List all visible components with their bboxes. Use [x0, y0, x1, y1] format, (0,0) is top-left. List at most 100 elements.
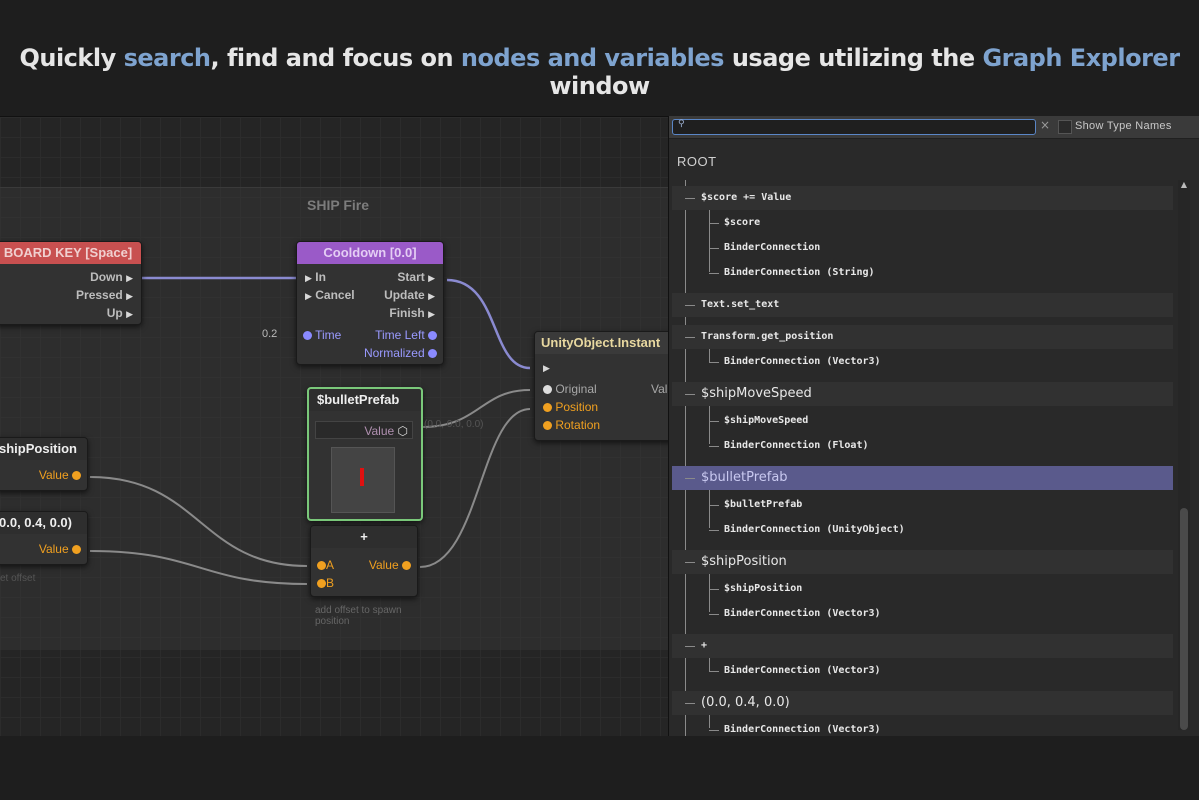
- tree-item-label: BinderConnection (Vector3): [724, 665, 881, 676]
- search-input[interactable]: [689, 120, 1029, 134]
- tree-sub-trunk: [709, 210, 710, 272]
- port-flow-in[interactable]: ▶: [543, 360, 550, 374]
- tree-item-label: $score: [724, 217, 761, 228]
- vector-node[interactable]: 0.0, 0.4, 0.0) Value: [0, 511, 88, 565]
- tree-item[interactable]: Transform.get_position: [672, 325, 1173, 349]
- port-pressed-label: Pressed: [76, 288, 123, 302]
- time-value[interactable]: 0.2: [262, 328, 278, 340]
- ship-position-node[interactable]: shipPosition Value: [0, 437, 88, 491]
- banner-title: Quickly search, find and focus on nodes …: [0, 44, 1199, 100]
- port-time-label: Time: [315, 328, 342, 342]
- tree-item[interactable]: $shipMoveSpeed: [672, 382, 1173, 406]
- port-vector-value-label: Value: [38, 542, 69, 556]
- banner-text-3: usage utilizing the: [723, 44, 983, 72]
- port-dot-icon: [543, 385, 552, 395]
- tree-item-label: BinderConnection (String): [724, 267, 875, 278]
- port-up[interactable]: Up ▶: [107, 306, 133, 320]
- tree-item-label: $shipMoveSpeed: [701, 386, 812, 401]
- show-type-names-checkbox[interactable]: [1058, 120, 1072, 134]
- port-position[interactable]: Position: [543, 400, 598, 414]
- instantiate-node[interactable]: UnityObject.Instant ▶ Original Position …: [534, 331, 668, 441]
- tree-item[interactable]: BinderConnection: [672, 236, 1173, 260]
- cooldown-node[interactable]: Cooldown [0.0] ▶ In ▶ Cancel Start ▶ Upd…: [296, 241, 444, 365]
- port-finish[interactable]: Finish ▶: [389, 306, 435, 320]
- port-down-label: Down: [90, 270, 123, 284]
- cooldown-node-title: Cooldown [0.0]: [297, 242, 443, 264]
- prefab-preview: [331, 447, 395, 513]
- port-value-out[interactable]: Val: [651, 382, 667, 396]
- tree-branch: [709, 730, 719, 731]
- port-add-value[interactable]: Value: [369, 558, 411, 572]
- port-time[interactable]: Time: [303, 328, 341, 342]
- tree-item-selected[interactable]: $bulletPrefab: [672, 466, 1173, 490]
- tree-item[interactable]: $score: [672, 211, 1173, 235]
- tree-branch: [685, 198, 695, 199]
- port-shippos-value[interactable]: Value: [39, 468, 81, 482]
- tree-item[interactable]: BinderConnection (Vector3): [672, 659, 1173, 683]
- graph-canvas[interactable]: SHIP Fire BOARD KEY [Space] Down ▶ Press…: [0, 116, 668, 737]
- port-pressed[interactable]: Pressed ▶: [76, 288, 133, 302]
- graph-explorer-panel: ⚲ × Show Type Names ROOT $score += Value…: [668, 116, 1199, 736]
- tree-item[interactable]: BinderConnection (Float): [672, 434, 1173, 458]
- tree-item[interactable]: BinderConnection (Vector3): [672, 602, 1173, 626]
- tree-item[interactable]: $shipPosition: [672, 550, 1173, 574]
- port-dot-icon: [428, 349, 437, 359]
- tree-item-label: BinderConnection (Float): [724, 440, 869, 451]
- port-a[interactable]: A: [317, 558, 334, 572]
- tree-item[interactable]: $score += Value: [672, 186, 1173, 210]
- tree-item[interactable]: $shipMoveSpeed: [672, 409, 1173, 433]
- port-b[interactable]: B: [317, 576, 334, 590]
- tree-item[interactable]: (0.0, 0.4, 0.0): [672, 691, 1173, 715]
- wires-layer: [89, 276, 531, 585]
- port-start[interactable]: Start ▶: [397, 270, 435, 284]
- explorer-scrollbar[interactable]: ▲: [1178, 180, 1190, 730]
- port-in[interactable]: ▶ In: [305, 270, 326, 284]
- tree-item[interactable]: BinderConnection (String): [672, 261, 1173, 285]
- add-node-comment-line-1: add offset to spawn: [315, 605, 402, 616]
- tree-item-label: BinderConnection: [724, 242, 821, 253]
- cube-icon: ⬡: [397, 424, 408, 438]
- port-in-arrow-icon: ▶: [305, 291, 312, 301]
- port-dot-icon: [428, 331, 437, 341]
- add-node[interactable]: + A B Value: [310, 525, 418, 597]
- tree-item[interactable]: BinderConnection (Vector3): [672, 350, 1173, 374]
- ship-position-title: shipPosition: [0, 438, 87, 460]
- tree-item[interactable]: BinderConnection (UnityObject): [672, 518, 1173, 542]
- port-time-left-label: Time Left: [375, 328, 425, 342]
- tree-item[interactable]: $shipPosition: [672, 577, 1173, 601]
- keyboard-node[interactable]: BOARD KEY [Space] Down ▶ Pressed ▶ Up ▶: [0, 241, 142, 325]
- bullet-prefab-value-label: Value: [364, 424, 395, 438]
- bullet-prefab-node[interactable]: $bulletPrefab Value ⬡: [307, 387, 423, 521]
- search-field[interactable]: ⚲: [672, 119, 1036, 135]
- clear-search-icon[interactable]: ×: [1040, 118, 1051, 132]
- tree-item[interactable]: BinderConnection (Vector3): [672, 718, 1173, 736]
- tree-branch: [685, 305, 695, 306]
- port-rotation[interactable]: Rotation: [543, 418, 600, 432]
- port-original[interactable]: Original: [543, 382, 597, 396]
- port-time-left[interactable]: Time Left: [375, 328, 437, 342]
- port-cancel[interactable]: ▶ Cancel: [305, 288, 355, 302]
- port-in-arrow-icon: ▶: [543, 363, 550, 373]
- port-out-arrow-icon: ▶: [428, 291, 435, 301]
- tree-item[interactable]: Text.set_text: [672, 293, 1173, 317]
- tree-sub-trunk: [709, 406, 710, 444]
- tree-item[interactable]: $bulletPrefab: [672, 493, 1173, 517]
- tree-branch: [709, 421, 719, 422]
- scroll-up-icon[interactable]: ▲: [1180, 180, 1188, 189]
- root-label: ROOT: [677, 154, 717, 169]
- tree-item[interactable]: +: [672, 634, 1173, 658]
- port-normalized[interactable]: Normalized: [364, 346, 437, 360]
- port-out-arrow-icon: ▶: [126, 273, 133, 283]
- port-down[interactable]: Down ▶: [90, 270, 133, 284]
- tree-branch: [709, 273, 719, 274]
- port-out-arrow-icon: ▶: [428, 309, 435, 319]
- port-update[interactable]: Update ▶: [384, 288, 435, 302]
- tree-branch: [685, 562, 695, 563]
- tree-branch: [709, 446, 719, 447]
- scrollbar-thumb[interactable]: [1180, 508, 1188, 730]
- bullet-prefab-value[interactable]: Value ⬡: [315, 421, 413, 439]
- port-vector-value[interactable]: Value: [39, 542, 81, 556]
- rotation-default-value: (0.0, 0.0, 0.0): [424, 419, 484, 430]
- port-dot-icon: [543, 421, 552, 431]
- tree-item-label: $shipPosition: [724, 583, 803, 594]
